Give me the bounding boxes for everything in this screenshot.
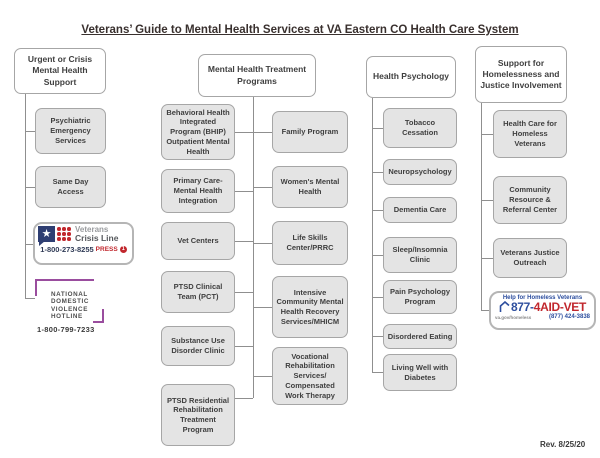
crisis-line-wordmark: Veterans Crisis Line [75,226,118,243]
node-veterans-justice-outreach: Veterans Justice Outreach [493,238,567,278]
connector-line [25,131,35,132]
node-psychiatric-emergency-services: Psychiatric Emergency Services [35,108,106,154]
homeless-logo-alt-phone: (877) 424-3838 [548,314,590,320]
connector-line [25,298,35,299]
purple-bracket-bottom-right-icon [93,309,104,323]
domestic-violence-hotline-logo: NATIONAL DOMESTIC VIOLENCE HOTLINE [35,279,105,325]
connector-line [254,307,272,308]
crisis-line-press-label: PRESS [95,245,118,253]
node-neuropsychology: Neuropsychology [383,159,457,185]
node-ptsd-clinical-team: PTSD Clinical Team (PCT) [161,271,235,313]
connector-line [481,134,493,135]
press-one-icon: 1 [119,245,127,253]
connector-line [232,398,253,399]
connector-line [235,132,253,133]
node-health-care-for-homeless-veterans: Health Care for Homeless Veterans [493,110,567,158]
connector-line [254,132,272,133]
connector-line [235,191,253,192]
node-primary-care-mental-health-integration: Primary Care-Mental Health Integration [161,169,235,213]
hotline-word-hotline: HOTLINE [51,313,83,321]
hotline-word-national: NATIONAL [51,291,88,298]
connector-line [235,346,253,347]
crisis-line-dots-icon [57,227,71,241]
connector-line [372,98,373,372]
homeless-logo-bottom-row: va.gov/homeless (877) 424-3838 [495,314,590,320]
node-vocational-rehabilitation-cwt: Vocational Rehabilitation Services/ Comp… [272,347,348,405]
page-title: Veterans’ Guide to Mental Health Service… [81,24,519,36]
connector-line [25,94,26,298]
column-header-treatment-programs: Mental Health Treatment Programs [198,54,316,97]
node-disordered-eating: Disordered Eating [383,324,457,349]
connector-line [372,255,383,256]
node-family-program: Family Program [272,111,348,153]
house-icon [499,301,510,312]
connector-line [235,241,253,242]
crisis-line-phone-row: 1-800-273-8255 PRESS 1 [38,245,129,254]
connector-line [481,103,482,310]
crisis-line-name-bottom: Crisis Line [75,233,119,243]
homeless-logo-tagline: Help for Homeless Veterans [502,295,583,301]
connector-line [372,128,383,129]
homeless-number-main: 4AID-VET [533,300,587,314]
node-pain-psychology-program: Pain Psychology Program [383,280,457,314]
crisis-line-name-top: Veterans [75,225,109,234]
node-same-day-access: Same Day Access [35,166,106,208]
connector-line [372,172,383,173]
node-sleep-insomnia-clinic: Sleep/Insomnia Clinic [383,237,457,273]
homeless-logo-number-row: 877-4AID-VET [495,301,590,313]
node-living-well-with-diabetes: Living Well with Diabetes [383,354,457,391]
connector-line [481,310,489,311]
column-header-urgent-crisis: Urgent or Crisis Mental Health Support [14,48,106,94]
connector-line [254,187,272,188]
connector-line [481,200,493,201]
column-header-health-psychology: Health Psychology [366,56,456,98]
crisis-line-chat-bubble-icon: ★ [38,226,55,247]
crisis-line-logo-top: ★ Veterans Crisis Line [38,226,129,247]
node-life-skills-center-prrc: Life Skills Center/PRRC [272,221,348,265]
hotline-wordmark: NATIONAL DOMESTIC VIOLENCE HOTLINE [51,291,89,321]
revision-date: Rev. 8/25/20 [540,440,586,449]
connector-line [25,187,35,188]
connector-line [25,244,35,245]
node-community-resource-referral-center: Community Resource & Referral Center [493,176,567,224]
node-bhip-outpatient-mental-health: Behavioral Health Integrated Program (BH… [161,104,235,160]
crisis-line-phone-number: 1-800-273-8255 [40,244,94,254]
node-dementia-care: Dementia Care [383,197,457,223]
veterans-crisis-line-logo: ★ Veterans Crisis Line 1-800-273-8255 PR… [33,222,134,265]
connector-line [372,297,383,298]
homeless-veterans-hotline-logo: Help for Homeless Veterans 877-4AID-VET … [489,291,596,330]
connector-line [372,210,383,211]
node-womens-mental-health: Women's Mental Health [272,166,348,208]
connector-line [254,376,272,377]
column-header-homelessness-justice: Support for Homelessness and Justice Inv… [475,46,567,103]
hotline-word-domestic: DOMESTIC [51,298,90,306]
homeless-logo-site: va.gov/homeless [495,314,532,320]
node-intensive-community-mhicm: Intensive Community Mental Health Recove… [272,276,348,338]
connector-line [481,258,493,259]
hotline-word-violence: VIOLENCE [51,305,88,313]
homeless-number-prefix: 877- [510,300,534,314]
node-vet-centers: Vet Centers [161,222,235,260]
connector-line [253,97,254,398]
node-substance-use-disorder-clinic: Substance Use Disorder Clinic [161,326,235,366]
node-ptsd-residential-rehabilitation-treatment-program: PTSD Residential Rehabilitation Treatmen… [161,384,235,446]
purple-bracket-top-left-icon [35,279,94,296]
hotline-phone-number: 1-800-799-7233 [37,325,95,334]
connector-line [372,336,383,337]
connector-line [235,292,253,293]
connector-line [254,243,272,244]
connector-line [372,372,383,373]
star-icon: ★ [41,227,52,240]
node-tobacco-cessation: Tobacco Cessation [383,108,457,148]
